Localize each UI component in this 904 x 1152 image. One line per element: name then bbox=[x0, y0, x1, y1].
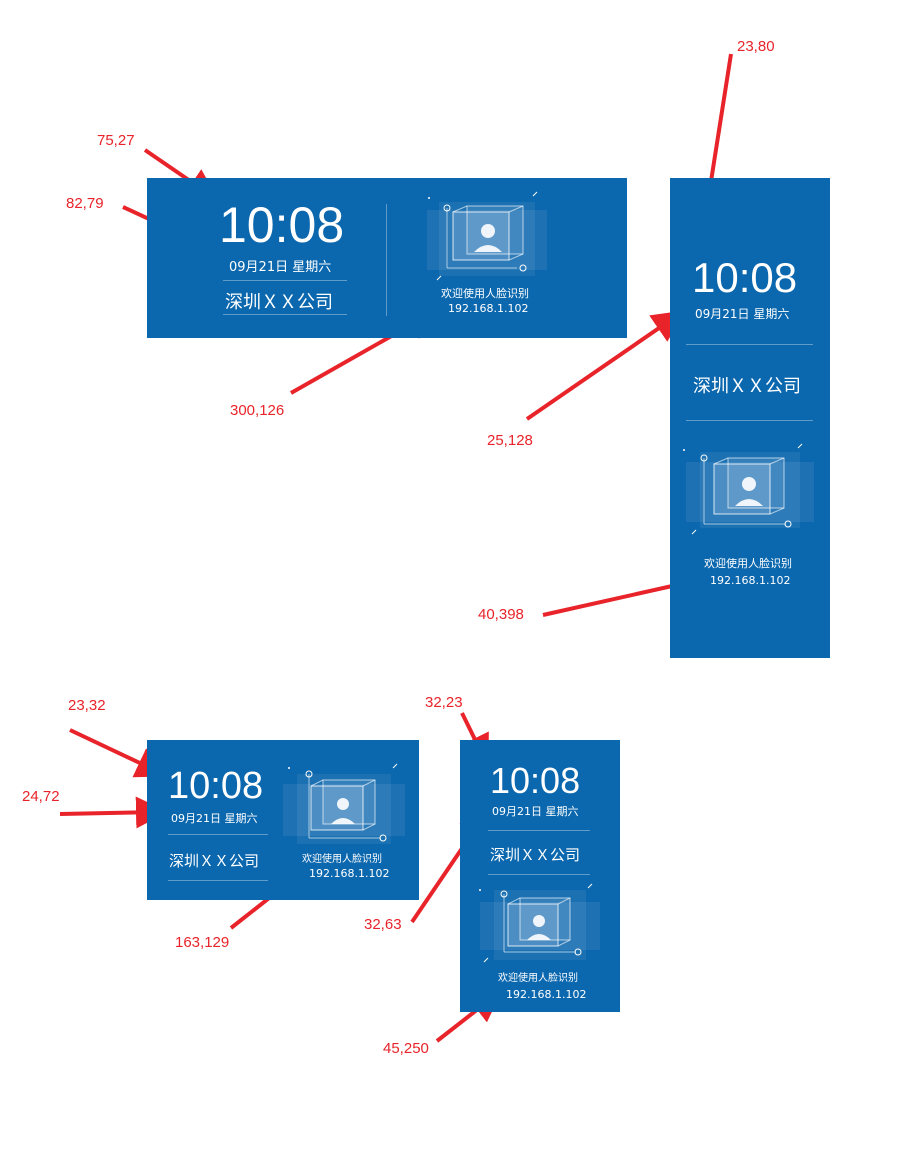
face-recognition-icon bbox=[279, 762, 409, 852]
annotation-label: 24,72 bbox=[22, 788, 60, 805]
date-text: 09月21日 星期六 bbox=[492, 805, 579, 818]
welcome-text: 欢迎使用人脸识别 bbox=[302, 854, 382, 865]
divider bbox=[168, 880, 268, 881]
annotation-label: 32,23 bbox=[425, 694, 463, 711]
annotation-label: 40,398 bbox=[478, 606, 524, 623]
vertical-divider bbox=[386, 204, 387, 316]
small-portrait-panel: 10:08 09月21日 星期六 深圳ＸＸ公司 欢迎使用人脸识别 192.168… bbox=[460, 740, 620, 1012]
clock-time: 10:08 bbox=[490, 760, 581, 801]
annotation-label: 45,250 bbox=[383, 1040, 429, 1057]
annotation-label: 32,63 bbox=[364, 916, 402, 933]
divider bbox=[488, 874, 590, 875]
ip-address: 192.168.1.102 bbox=[710, 574, 791, 587]
date-text: 09月21日 星期六 bbox=[695, 307, 790, 321]
divider bbox=[488, 830, 590, 831]
clock-time: 10:08 bbox=[168, 765, 264, 807]
date-text: 09月21日 星期六 bbox=[229, 260, 332, 275]
company-name: 深圳ＸＸ公司 bbox=[490, 846, 581, 864]
welcome-text: 欢迎使用人脸识别 bbox=[704, 557, 792, 570]
annotation-label: 82,79 bbox=[66, 195, 104, 212]
company-name: 深圳ＸＸ公司 bbox=[693, 376, 801, 397]
welcome-text: 欢迎使用人脸识别 bbox=[441, 287, 529, 300]
divider bbox=[168, 834, 268, 835]
small-landscape-panel: 10:08 09月21日 星期六 深圳ＸＸ公司 欢迎使用人脸识别 192.168… bbox=[147, 740, 419, 900]
annotation-label: 75,27 bbox=[97, 132, 135, 149]
divider bbox=[223, 314, 347, 315]
face-recognition-icon bbox=[476, 882, 604, 966]
company-name: 深圳ＸＸ公司 bbox=[169, 852, 260, 870]
welcome-text: 欢迎使用人脸识别 bbox=[498, 973, 578, 984]
portrait-panel: 10:08 09月21日 星期六 深圳ＸＸ公司 欢迎使用人脸识别 192.168… bbox=[670, 178, 830, 658]
annotation-label: 25,128 bbox=[487, 432, 533, 449]
company-name: 深圳ＸＸ公司 bbox=[225, 292, 333, 313]
annotation-label: 23,80 bbox=[737, 38, 775, 55]
face-recognition-icon bbox=[680, 438, 820, 538]
ip-address: 192.168.1.102 bbox=[309, 867, 390, 880]
clock-time: 10:08 bbox=[219, 197, 345, 253]
clock-time: 10:08 bbox=[692, 254, 798, 301]
divider bbox=[686, 420, 813, 421]
face-recognition-icon bbox=[417, 188, 557, 288]
divider bbox=[686, 344, 813, 345]
date-text: 09月21日 星期六 bbox=[171, 812, 258, 825]
ip-address: 192.168.1.102 bbox=[506, 988, 587, 1001]
divider bbox=[223, 280, 347, 281]
annotation-label: 163,129 bbox=[175, 934, 230, 951]
landscape-panel: 10:08 09月21日 星期六 深圳ＸＸ公司 欢迎使用人脸识别 192.168… bbox=[147, 178, 627, 338]
annotation-label: 23,32 bbox=[68, 697, 106, 714]
ip-address: 192.168.1.102 bbox=[448, 302, 529, 315]
annotation-label: 300,126 bbox=[230, 402, 285, 419]
